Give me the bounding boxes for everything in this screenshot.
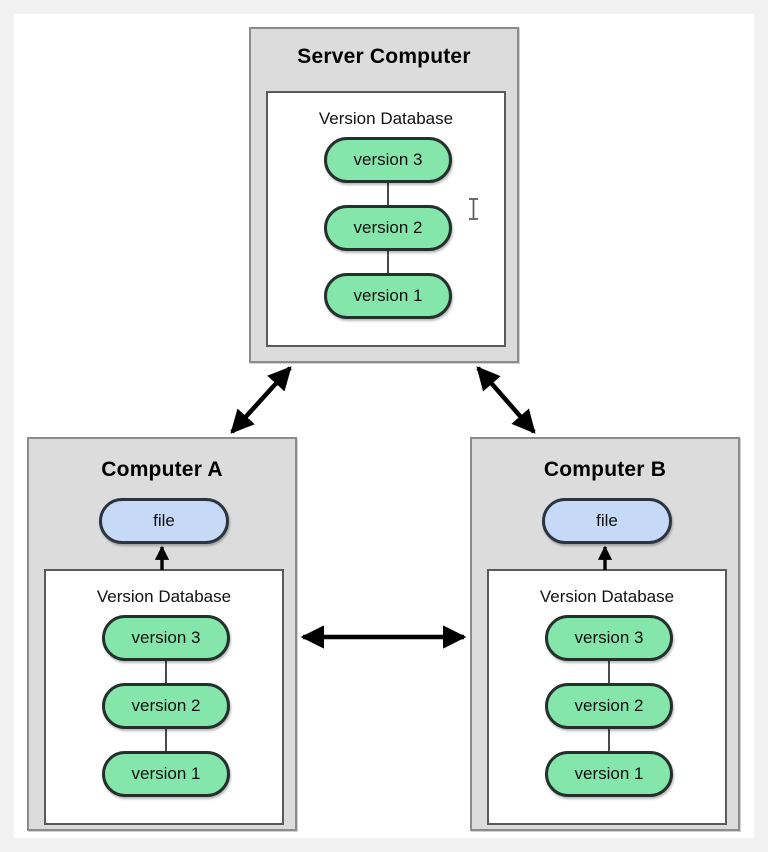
server-connector-2-1 — [387, 249, 389, 273]
computer-b-panel: Computer B file Version Database version… — [470, 437, 740, 831]
computer-b-connector-2-1 — [608, 727, 610, 751]
server-version-2[interactable]: version 2 — [324, 205, 452, 251]
computer-b-file-label: file — [596, 511, 618, 530]
computer-a-connector-3-2 — [165, 659, 167, 683]
computer-b-version-database: Version Database version 3 version 2 ver… — [487, 569, 727, 825]
text-ibeam-cursor — [469, 198, 478, 220]
computer-a-title: Computer A — [101, 458, 223, 481]
computer-b-version-1[interactable]: version 1 — [545, 751, 673, 797]
computer-a-version-database-label: Version Database — [96, 587, 232, 606]
server-connector-3-2 — [387, 181, 389, 205]
computer-a-version-3[interactable]: version 3 — [102, 615, 230, 661]
server-version-1-label: version 1 — [353, 286, 423, 305]
computer-b-version-2[interactable]: version 2 — [545, 683, 673, 729]
computer-a-file-label: file — [153, 511, 175, 530]
server-computer-title: Server Computer — [297, 45, 471, 68]
computer-a-version-2-label: version 2 — [131, 696, 201, 715]
computer-b-version-database-label: Version Database — [539, 587, 675, 606]
computer-b-version-3[interactable]: version 3 — [545, 615, 673, 661]
server-computer-panel: Server Computer Version Database version… — [249, 27, 519, 363]
computer-b-title: Computer B — [543, 458, 667, 481]
computer-a-panel: Computer A file Version Database version… — [27, 437, 297, 831]
server-version-3[interactable]: version 3 — [324, 137, 452, 183]
server-version-database-label: Version Database — [318, 109, 454, 128]
computer-a-version-1-label: version 1 — [131, 764, 201, 783]
computer-b-connector-3-2 — [608, 659, 610, 683]
computer-a-file[interactable]: file — [99, 498, 229, 544]
computer-a-version-3-label: version 3 — [131, 628, 201, 647]
computer-b-file[interactable]: file — [542, 498, 672, 544]
computer-b-version-2-label: version 2 — [574, 696, 644, 715]
computer-a-version-2[interactable]: version 2 — [102, 683, 230, 729]
computer-b-version-3-label: version 3 — [574, 628, 644, 647]
server-version-3-label: version 3 — [353, 150, 423, 169]
computer-a-connector-2-1 — [165, 727, 167, 751]
server-version-1[interactable]: version 1 — [324, 273, 452, 319]
server-version-2-label: version 2 — [353, 218, 423, 237]
computer-a-version-database: Version Database version 3 version 2 ver… — [44, 569, 284, 825]
server-version-database: Version Database version 3 version 2 ver… — [266, 91, 506, 347]
computer-b-version-1-label: version 1 — [574, 764, 644, 783]
computer-a-version-1[interactable]: version 1 — [102, 751, 230, 797]
